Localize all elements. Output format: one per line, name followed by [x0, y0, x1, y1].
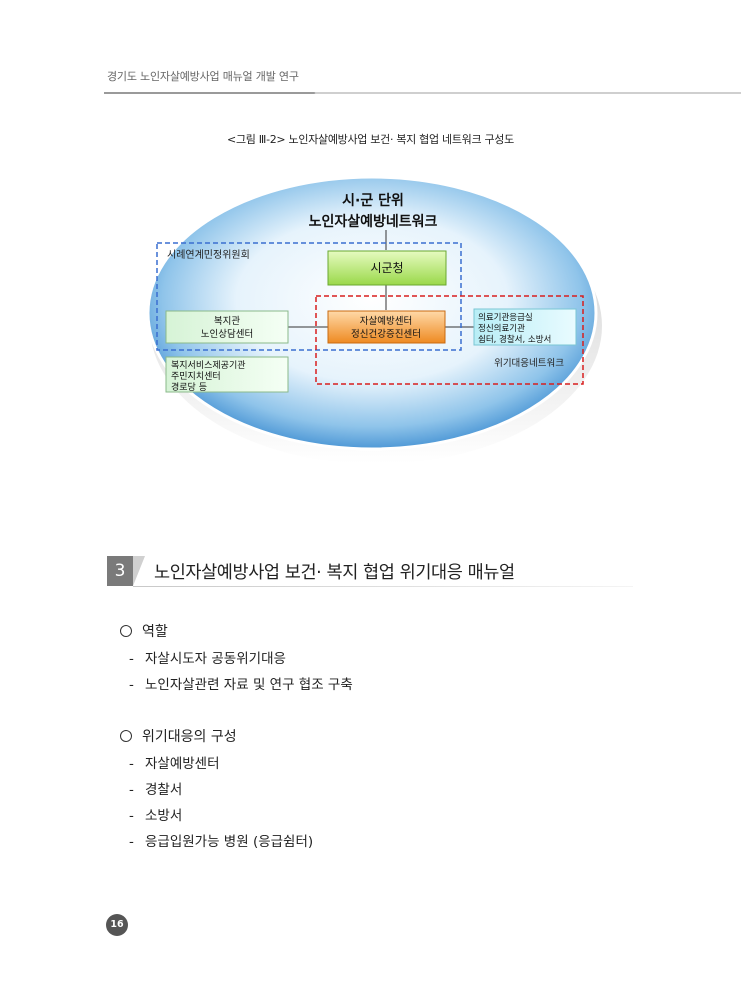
role-heading: 역할 — [118, 620, 353, 642]
welfare-line2: 노인상담센터 — [201, 328, 253, 340]
list-item: -노인자살관련 자료 및 연구 협조 구축 — [129, 677, 353, 693]
running-header: 경기도 노인자살예방사업 매뉴얼 개발 연구 — [107, 70, 299, 83]
committee-label: 시례연계민정위원회 — [167, 248, 250, 261]
emergency-line3: 쉼터, 경찰서, 소방서 — [478, 334, 551, 345]
role-heading-text: 역할 — [142, 624, 168, 640]
emergency-line1: 의료기관응급실 — [478, 312, 533, 323]
suicide-prevention-center-box — [327, 310, 446, 344]
center-line2: 정신건강증진센터 — [351, 329, 421, 340]
service-line1: 복지서비스제공기관 — [171, 360, 246, 371]
crisis-network-dashed-box — [315, 295, 584, 385]
crisis-heading-text: 위기대응의 구성 — [142, 729, 237, 745]
list-item: -소방서 — [129, 808, 183, 824]
network-title-line1: 시·군 단위 — [342, 192, 404, 209]
section-underline — [133, 586, 633, 587]
list-item: -자살예방센터 — [129, 756, 220, 772]
section-tab-decoration — [133, 556, 145, 586]
city-hall-box — [327, 250, 447, 286]
welfare-box — [165, 310, 289, 344]
list-item: -경찰서 — [129, 782, 183, 798]
list-item: -응급입원가능 병원 (응급쉼터) — [129, 834, 314, 850]
crisis-heading: 위기대응의 구성 — [118, 725, 313, 747]
role-block: 역할 -자살시도자 공동위기대응 -노인자살관련 자료 및 연구 협조 구축 — [118, 620, 353, 698]
welfare-line1: 복지관 — [214, 316, 240, 327]
committee-dashed-box — [156, 242, 462, 351]
emergency-line2: 정신의료기관 — [478, 323, 525, 334]
section-heading: 3 노인자살예방사업 보건· 복지 협업 위기대응 매뉴얼 — [107, 556, 633, 588]
service-line3: 경로당 등 — [171, 381, 207, 393]
page-number: 16 — [106, 914, 128, 936]
circle-bullet-icon — [120, 625, 132, 637]
crisis-network-label: 위기대응네트워크 — [494, 357, 564, 369]
section-title: 노인자살예방사업 보건· 복지 협업 위기대응 매뉴얼 — [154, 563, 515, 583]
emergency-box — [473, 308, 577, 346]
figure-caption: <그림 Ⅲ-2> 노인자살예방사업 보건· 복지 협업 네트워크 구성도 — [227, 133, 514, 146]
service-line2: 주민지치센터 — [171, 370, 221, 382]
network-title-line2: 노인자살예방네트워크 — [309, 213, 438, 230]
center-line1: 자살예방센터 — [360, 316, 412, 327]
city-hall-label: 시군청 — [370, 261, 403, 275]
crisis-block: 위기대응의 구성 -자살예방센터 -경찰서 -소방서 -응급입원가능 병원 (응… — [118, 725, 313, 855]
list-item: -자살시도자 공동위기대응 — [129, 651, 286, 667]
header-rule — [104, 92, 741, 94]
service-provider-box — [165, 356, 289, 393]
section-number: 3 — [107, 556, 133, 586]
circle-bullet-icon — [120, 730, 132, 742]
network-diagram: 시·군 단위 노인자살예방네트워크 시례연계민정위원회 위기대응네트워크 시군청… — [146, 175, 602, 464]
